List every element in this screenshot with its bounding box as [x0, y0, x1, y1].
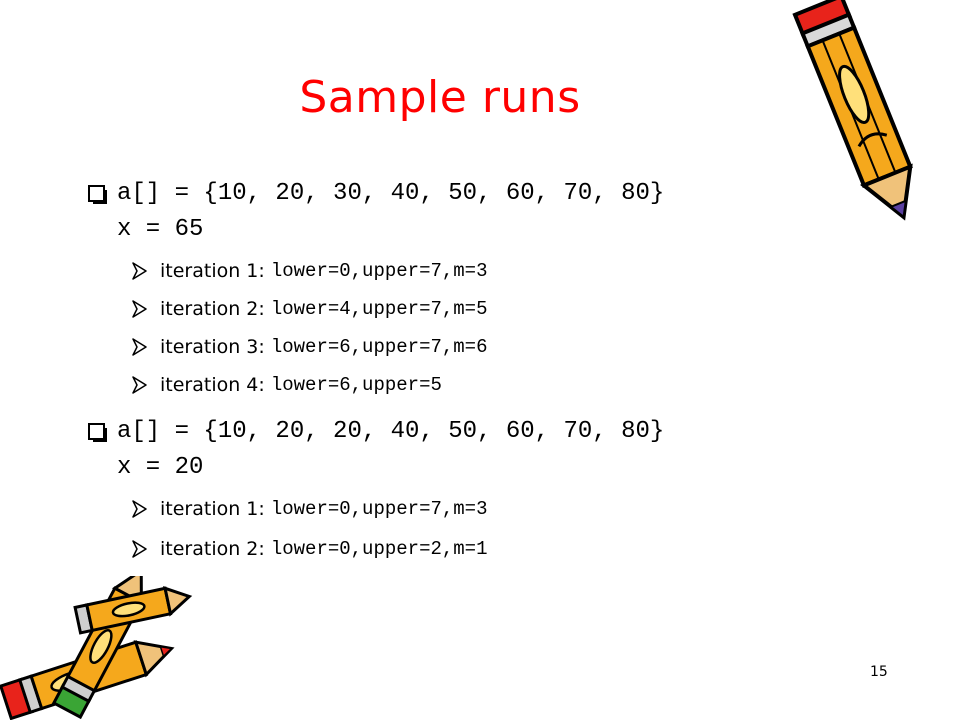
list-item: iteration 1: lower=0,upper=7,m=3	[132, 260, 487, 282]
page-number: 15	[870, 664, 888, 680]
checkbox-shadow-icon	[88, 423, 107, 442]
arrowhead-icon	[132, 376, 147, 394]
iteration-code: lower=6,upper=7,m=6	[270, 336, 488, 358]
list-item: iteration 3: lower=6,upper=7,m=6	[132, 336, 487, 358]
arrowhead-icon	[132, 262, 147, 280]
iteration-label: iteration 4:	[160, 374, 271, 396]
example-2-x: x = 20	[117, 454, 204, 481]
iteration-label: iteration 3:	[160, 336, 271, 358]
iteration-code: lower=0,upper=7,m=3	[270, 498, 488, 520]
arrowhead-icon	[132, 500, 147, 518]
iteration-code: lower=4,upper=7,m=5	[270, 298, 488, 320]
crossed-pencils-clipart-icon	[0, 576, 193, 720]
checkbox-shadow-icon	[88, 185, 107, 204]
example-2-bullet: a[] = {10, 20, 20, 40, 50, 60, 70, 80} x…	[88, 414, 664, 486]
example-1-x: x = 65	[117, 216, 204, 243]
example-1-bullet: a[] = {10, 20, 30, 40, 50, 60, 70, 80} x…	[88, 176, 664, 248]
iteration-label: iteration 2:	[160, 298, 271, 320]
list-item: iteration 2: lower=4,upper=7,m=5	[132, 298, 487, 320]
iteration-code: lower=6,upper=5	[270, 374, 442, 396]
iteration-label: iteration 1:	[160, 260, 271, 282]
arrowhead-icon	[132, 338, 147, 356]
iteration-label: iteration 1:	[160, 498, 271, 520]
example-1-array: a[] = {10, 20, 30, 40, 50, 60, 70, 80}	[117, 180, 665, 207]
list-item: iteration 1: lower=0,upper=7,m=3	[132, 498, 487, 520]
arrowhead-icon	[132, 540, 147, 558]
list-item: iteration 2: lower=0,upper=2,m=1	[132, 538, 487, 560]
example-2-array: a[] = {10, 20, 20, 40, 50, 60, 70, 80}	[117, 418, 665, 445]
iteration-code: lower=0,upper=7,m=3	[270, 260, 488, 282]
arrowhead-icon	[132, 300, 147, 318]
iteration-code: lower=0,upper=2,m=1	[270, 538, 488, 560]
list-item: iteration 4: lower=6,upper=5	[132, 374, 442, 396]
slide-title: Sample runs	[299, 72, 581, 123]
iteration-label: iteration 2:	[160, 538, 271, 560]
pencil-clipart-icon	[792, 0, 913, 221]
